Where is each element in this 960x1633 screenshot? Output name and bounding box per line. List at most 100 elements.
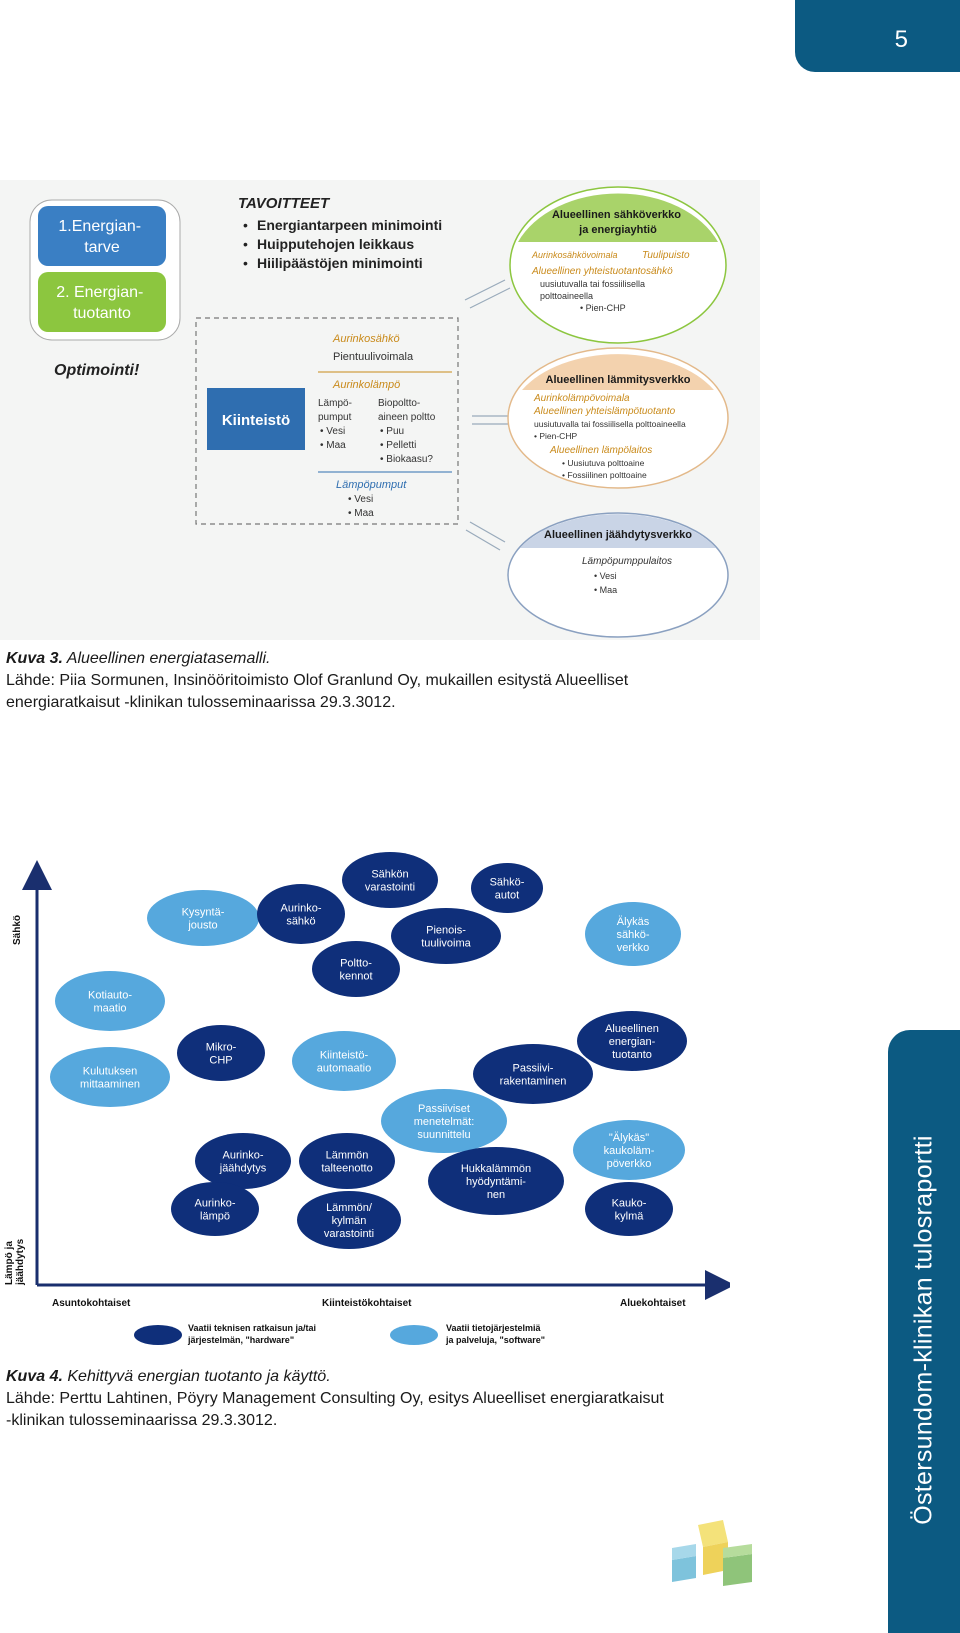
svg-text:Vaatii tietojärjestelmiä j: Vaatii tietojärjestelmiä ja palveluja, "… <box>445 1323 545 1345</box>
bubble-shape-18 <box>171 1182 259 1236</box>
caption3-line3: energiaratkaisut -klinikan tulosseminaar… <box>6 694 396 711</box>
bubble-shape-16 <box>299 1133 395 1189</box>
bubble-shape-10 <box>292 1031 396 1091</box>
tavoite-1: Energiantarpeen minimointi <box>257 217 442 233</box>
bubble-label-7: Kotiauto-maatio <box>88 990 132 1015</box>
svg-text:1.Energian- tarve: 1.Energian- tarve <box>58 218 145 256</box>
lampopumput-item-1: • Vesi <box>348 494 373 505</box>
cool-grid-l1: Lämpöpumppulaitos <box>582 556 672 567</box>
bubble-label-20: Kauko-kylmä <box>612 1198 647 1223</box>
legend-dark-swatch <box>134 1325 182 1345</box>
optimointi-label: Optimointi! <box>54 362 140 379</box>
lampopumput-item-2: • Maa <box>348 508 374 519</box>
bubble-shape-20 <box>585 1182 673 1236</box>
lampopumput-col-2: pumput <box>318 412 352 423</box>
tavoite-2: Huipputehojen leikkaus <box>257 236 414 252</box>
bubble-shape-17 <box>428 1147 564 1215</box>
box2-line2: tuotanto <box>73 305 131 322</box>
caption4-line3: -klinikan tulosseminaarissa 29.3.3012. <box>6 1412 278 1429</box>
figure-3-energy-balance-model: 1.Energian- tarve 2. Energian- tuotanto … <box>0 180 760 640</box>
caption4-line2: Lähde: Perttu Lahtinen, Pöyry Management… <box>6 1390 664 1407</box>
bubble-shape-2 <box>147 890 259 946</box>
aurinkolampo-label: Aurinkolämpö <box>332 379 400 391</box>
lampopumput-title: Lämpöpumput <box>336 479 407 491</box>
bubble-shape-11 <box>50 1047 170 1107</box>
svg-text:• Vesi • Maa: • Vesi • Maa <box>348 494 376 519</box>
electric-grid-title-2: ja energiayhtiö <box>578 224 657 236</box>
electric-grid-title-1: Alueellinen sähköverkko <box>552 209 681 221</box>
heat-grid-l1: Aurinkolämpövoimala <box>533 393 630 404</box>
biopoltto-col-4: • Pelletti <box>380 440 416 451</box>
figure-4-energy-production-chart: Sähkö Lämpö ja jäähdytys Asuntokohtaiset… <box>4 852 730 1345</box>
svg-text:Lämpö- pumput • Vesi: Lämpö- pumput • Vesi • Maa <box>318 398 355 451</box>
caption-figure-3: Kuva 3. Alueellinen energiatasemalli. Lä… <box>6 648 628 714</box>
box2-line1: 2. Energian- <box>56 284 143 301</box>
bubble-shape-4 <box>391 908 501 964</box>
biopoltto-col-3: • Puu <box>380 426 404 437</box>
bubble-label-18: Aurinko-lämpö <box>195 1198 236 1223</box>
side-title: Östersundom-klinikan tulosraportti <box>909 1135 938 1525</box>
bubble-shape-13 <box>381 1089 507 1153</box>
box-energy-demand <box>38 206 166 266</box>
caption3-title: Alueellinen energiatasemalli. <box>62 650 271 667</box>
electric-grid-line1a: Aurinkosähkövoimala <box>531 250 618 260</box>
heat-grid-l5: Alueellinen lämpölaitos <box>549 445 652 456</box>
heat-grid-title: Alueellinen lämmitysverkko <box>546 374 691 386</box>
svg-text:Vaatii teknisen ratkaisun ja/t: Vaatii teknisen ratkaisun ja/tai järjest… <box>187 1323 319 1345</box>
bubble-3: Aurinko-sähkö <box>257 884 345 944</box>
lampopumput-col-4: • Maa <box>320 440 346 451</box>
cube-logo <box>672 1520 752 1586</box>
kiinteisto-label: Kiinteistö <box>222 412 290 429</box>
biopoltto-col-2: aineen poltto <box>378 412 436 423</box>
cool-grid-l2: • Vesi <box>594 571 617 581</box>
bubble-9: Mikro-CHP <box>177 1025 265 1081</box>
bubble-label-3: Aurinko-sähkö <box>281 903 322 928</box>
page-number: 5 <box>894 26 908 53</box>
svg-text:•: • <box>243 236 248 252</box>
electric-grid-line1b: Tuulipuisto <box>642 250 690 261</box>
legend-light-swatch <box>390 1325 438 1345</box>
legend-dark-1: Vaatii teknisen ratkaisun ja/tai <box>188 1323 316 1333</box>
biopoltto-col-5: • Biokaasu? <box>380 454 433 465</box>
bubble-15: Aurinko-jäähdytys <box>195 1133 291 1189</box>
bubble-2: Kysyntä-jousto <box>147 890 259 946</box>
box1-line1: 1.Energian- <box>58 218 141 235</box>
bubble-label-2: Kysyntä-jousto <box>182 907 225 932</box>
legend-light-2: ja palveluja, "software" <box>445 1335 545 1345</box>
bubble-shape-5 <box>585 902 681 966</box>
bubble-label-12: Passiivi-rakentaminen <box>500 1063 567 1088</box>
bubble-label-10: Kiinteistö-automaatio <box>317 1050 371 1075</box>
page-number-tab: 5 <box>795 0 960 72</box>
bubble-18: Aurinko-lämpö <box>171 1182 259 1236</box>
side-bar <box>888 1030 960 1633</box>
caption4-title: Kehittyvä energian tuotanto ja käyttö. <box>62 1368 331 1385</box>
svg-text:uusiutuvalla tai fossiilisella: uusiutuvalla tai fossiilisella polttoain… <box>540 279 648 313</box>
caption-figure-4: Kuva 4. Kehittyvä energian tuotanto ja k… <box>6 1366 664 1432</box>
x-label-asunto: Asuntokohtaiset <box>52 1298 131 1309</box>
svg-text:2. Energian- tuotanto: 2. Energian- tuotanto <box>56 284 148 322</box>
bubble-shape-8 <box>577 1011 687 1071</box>
bubble-label-4: Pienois-tuulivoima <box>421 925 471 950</box>
heat-grid-l2: Alueellinen yhteislämpötuotanto <box>533 406 676 417</box>
pientuulivoimala-label: Pientuulivoimala <box>333 351 414 363</box>
caption4-label: Kuva 4. <box>6 1368 63 1385</box>
bubble-shape-7 <box>55 971 165 1031</box>
electric-grid-line5: • Pien-CHP <box>580 303 626 313</box>
bubble-shape-12 <box>473 1044 593 1104</box>
bubble-shape-9 <box>177 1025 265 1081</box>
bubble-shape-6 <box>312 941 400 997</box>
bubble-12: Passiivi-rakentaminen <box>473 1044 593 1104</box>
electric-grid-line4: polttoaineella <box>540 291 593 301</box>
